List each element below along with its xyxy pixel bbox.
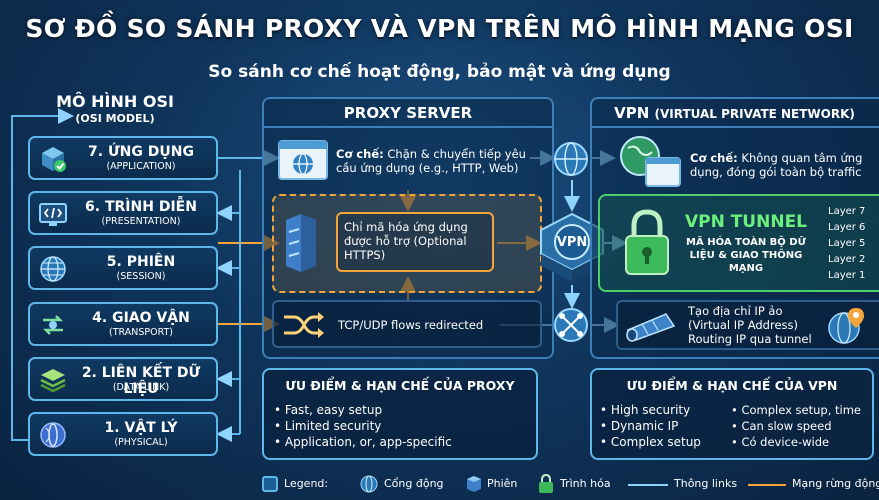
location-globe-icon (828, 308, 864, 344)
list-item: Complex setup (600, 434, 728, 450)
padlock-icon (539, 474, 553, 493)
vpn-pros-list-left: High security Dynamic IP Complex setup (600, 402, 728, 450)
proxy-mech-text: Chặn & chuyển tiếp yêu cầu ứng dụng (e.g… (336, 147, 526, 175)
list-item: Có device-wide (731, 434, 874, 450)
proxy-divider (262, 126, 554, 128)
list-item: Dynamic IP (600, 418, 728, 434)
network-node-icon (554, 308, 588, 342)
vpn-tunnel-title: VPN TUNNEL (684, 212, 808, 232)
layer-name: 5. PHIÊN (106, 254, 176, 270)
code-icon (39, 203, 67, 226)
transport-arrows-icon (42, 315, 64, 335)
vpn-mech-label: Cơ chế: (690, 151, 738, 165)
page-subtitle: So sánh cơ chế hoạt động, bảo mật và ứng… (208, 62, 671, 82)
application-icon (42, 147, 66, 172)
vpn-divider (590, 126, 879, 128)
proxy-pros-title: ƯU ĐIỂM & HẠN CHẾ CỦA PROXY (285, 378, 515, 393)
vpn-title-main: VPN (614, 104, 650, 122)
vpn-ip-line: Tạo địa chỉ IP ảo (688, 304, 783, 318)
hub-globe-icon (554, 142, 588, 176)
server-icon (286, 214, 316, 272)
shuffle-icon (284, 312, 324, 338)
list-item: Application, or, app-specific (274, 434, 534, 450)
osi-subtitle: (OSI MODEL) (75, 112, 155, 125)
vpn-title-sub: (VIRTUAL PRIVATE NETWORK) (654, 107, 855, 121)
proxy-flow-text: TCP/UDP flows redirected (338, 318, 484, 332)
vpn-layer-item: Layer 2 (828, 254, 866, 265)
vpn-tunnel-subtitle: MÃ HÓA TOÀN BỘ DỮ LIỆU & GIAO THÔNG MẠNG (686, 237, 806, 274)
globe-window-icon (620, 136, 681, 187)
proxy-encrypt-text: Chỉ mã hóa ứng dụng được hỗ trợ (Optiona… (344, 220, 468, 262)
osi-layer-physical: 1. VẬT LÝ (PHYSICAL) (28, 412, 218, 456)
list-item: Complex setup, time (731, 402, 874, 418)
vpn-layer-item: Layer 5 (828, 238, 866, 249)
legend-item: Thông links (674, 477, 738, 490)
vpn-hub-label: VPN (556, 235, 588, 250)
vpn-layer-item: Layer 7 (828, 206, 866, 217)
layer-english: (SESSION) (116, 271, 166, 282)
globe-icon (360, 475, 378, 493)
vpn-mechanism: Cơ chế: Không quan tâm ứng dụng, đóng gó… (690, 151, 870, 179)
legend-item: Trình hóa (560, 477, 611, 490)
osi-heading: MÔ HÌNH OSI (OSI MODEL) (20, 93, 210, 127)
osi-layer-presentation: 6. TRÌNH DIỄN (PRESENTATION) (28, 191, 218, 235)
layer-english: (PHYSICAL) (114, 437, 168, 448)
osi-title: MÔ HÌNH OSI (56, 92, 174, 111)
vpn-ip-line: Routing IP qua tunnel (688, 332, 812, 346)
cube-icon (467, 476, 481, 492)
proxy-mechanism: Cơ chế: Chặn & chuyển tiếp yêu cầu ứng d… (336, 147, 536, 175)
layer-english: (DATA LINK) (112, 382, 170, 393)
vpn-title: VPN (VIRTUAL PRIVATE NETWORK) (590, 104, 879, 122)
layer-name: 6. TRÌNH DIỄN (85, 199, 197, 215)
legend-line-links (628, 484, 668, 486)
layer-english: (PRESENTATION) (101, 216, 181, 227)
vpn-hub-icon (540, 212, 604, 282)
legend-swatch (262, 476, 278, 492)
osi-layer-session: 5. PHIÊN (SESSION) (28, 246, 218, 290)
proxy-pros-list: Fast, easy setup Limited security Applic… (274, 402, 534, 450)
globe-icon (40, 256, 66, 282)
proxy-title: PROXY SERVER (343, 104, 473, 122)
vpn-pros-title: ƯU ĐIỂM & HẠN CHẾ CỦA VPN (626, 378, 838, 393)
legend-item: Phiên (487, 477, 518, 490)
layer-name: 4. GIAO VẬN (92, 310, 190, 326)
vpn-layer-list: Layer 7 Layer 6 Layer 5 Layer 2 Layer 1 (828, 204, 876, 284)
layer-english: (APPLICATION) (106, 161, 176, 172)
list-item: Can slow speed (731, 418, 874, 434)
vpn-mech-text: Không quan tâm ứng dụng, đóng gói toàn b… (690, 151, 863, 179)
vpn-layer-item: Layer 6 (828, 222, 866, 233)
list-item: Limited security (274, 418, 534, 434)
physical-cable-icon (40, 422, 66, 448)
proxy-mech-label: Cơ chế: (336, 147, 384, 161)
layer-name: 1. VẬT LÝ (104, 420, 178, 436)
padlock-icon (625, 209, 669, 275)
legend-item: Cổng động (384, 477, 444, 490)
browser-window-icon (278, 140, 328, 180)
osi-layer-application: 7. ỨNG DỤNG (APPLICATION) (28, 136, 218, 180)
vpn-ip-text: Tạo địa chỉ IP ảo (Virtual IP Address) R… (688, 304, 820, 346)
page-title: SƠ ĐỒ SO SÁNH PROXY VÀ VPN TRÊN MÔ HÌNH … (25, 14, 854, 43)
proxy-flow-box (272, 300, 542, 348)
osi-layer-transport: 4. GIAO VẬN (TRANSPORT) (28, 302, 218, 346)
layer-name: 7. ỨNG DỤNG (88, 144, 194, 160)
proxy-encrypt-box (336, 212, 494, 272)
legend: Legend: Cổng động Phiên Trình hóa Thông … (262, 474, 879, 496)
legend-line-mesh (748, 484, 786, 486)
osi-layer-data-link: 2. LIÊN KẾT DỮ LIỆU (DATA LINK) (28, 357, 218, 401)
vpn-layer-item: Layer 1 (828, 270, 866, 281)
layer-name: 2. LIÊN KẾT DỮ LIỆU (81, 365, 201, 397)
list-item: High security (600, 402, 728, 418)
vpn-ip-line: (Virtual IP Address) (688, 318, 798, 332)
tunnel-pipe-icon (626, 313, 676, 342)
layer-english: (TRANSPORT) (109, 327, 173, 338)
vpn-pros-list-right: Complex setup, time Can slow speed Có de… (731, 402, 874, 450)
legend-label: Legend: (284, 477, 329, 490)
legend-item: Mạng rừng động (792, 477, 879, 490)
list-item: Fast, easy setup (274, 402, 534, 418)
layers-stack-icon (40, 369, 66, 393)
